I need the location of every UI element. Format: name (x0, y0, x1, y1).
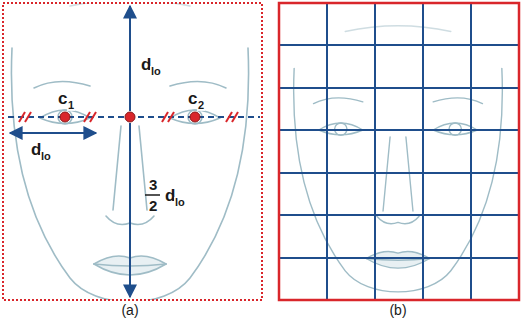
grid (279, 3, 519, 300)
hatch-marks (19, 112, 238, 122)
grid-frame (279, 3, 519, 300)
point-subscript: 2 (197, 100, 205, 111)
fraction-denominator: 2 (148, 198, 158, 213)
mid-point (125, 112, 135, 122)
face-sketch (11, 3, 248, 300)
dimension-subscript: lo (150, 66, 162, 77)
eye-centre (60, 112, 70, 122)
eye-centre (190, 112, 200, 122)
dimension-arrow (129, 6, 131, 111)
fraction-numerator: 3 (148, 177, 158, 192)
dotted-frame (3, 3, 262, 300)
point-subscript: 1 (67, 100, 75, 111)
dimension-subscript: lo (40, 151, 52, 162)
dimension-subscript: lo (174, 197, 186, 208)
panel-caption: (b) (388, 303, 407, 317)
panel-caption: (a) (120, 303, 139, 317)
fraction-bar (145, 194, 160, 196)
dimension-arrow (10, 132, 96, 134)
dimension-arrow (129, 123, 131, 297)
